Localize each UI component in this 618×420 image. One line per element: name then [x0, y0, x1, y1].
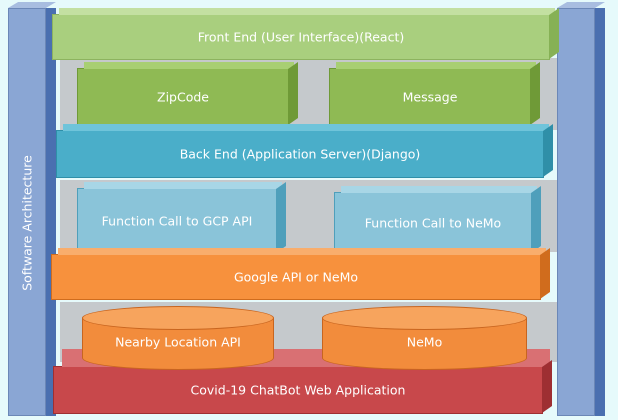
nearby-location-cylinder: Nearby Location API [82, 306, 274, 370]
message-box: Message [329, 62, 531, 126]
backend-label: Back End (Application Server)(Django) [179, 146, 421, 162]
gcp-call-label: Function Call to GCP API [101, 213, 253, 229]
right-pillar [557, 2, 605, 416]
api-layer-label: Google API or NeMo [233, 269, 359, 285]
gcp-call-box: Function Call to GCP API [77, 182, 277, 254]
nearby-location-label: Nearby Location API [115, 334, 241, 350]
nemo-call-box: Function Call to NeMo [334, 186, 532, 254]
nemo-label: NeMo [406, 334, 443, 350]
side-label: Software Architecture [19, 155, 35, 291]
app-layer-label: Covid-19 ChatBot Web Application [190, 382, 406, 398]
zipcode-box: ZipCode [77, 62, 289, 126]
backend-layer: Back End (Application Server)(Django) [56, 124, 544, 178]
nemo-cylinder: NeMo [322, 306, 527, 370]
nemo-call-label: Function Call to NeMo [364, 215, 502, 231]
message-label: Message [402, 89, 458, 105]
app-layer: Covid-19 ChatBot Web Application [53, 349, 543, 414]
api-layer: Google API or NeMo [51, 248, 541, 300]
frontend-layer: Front End (User Interface)(React) [52, 8, 550, 60]
left-pillar: Software Architecture [8, 2, 56, 416]
zipcode-label: ZipCode [157, 89, 209, 105]
frontend-label: Front End (User Interface)(React) [197, 29, 405, 45]
